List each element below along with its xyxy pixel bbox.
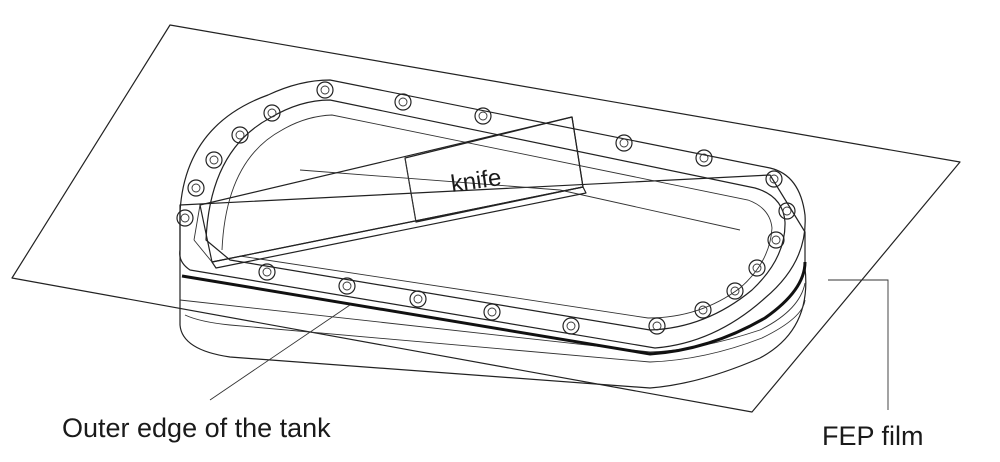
knife-label: knife xyxy=(449,164,503,198)
bolt xyxy=(726,282,744,300)
tank-inner-opening xyxy=(205,99,786,331)
fep-film-label: FEP film xyxy=(822,421,924,451)
bolt xyxy=(231,126,249,144)
bolt xyxy=(474,107,492,125)
tank-side-band-2 xyxy=(184,299,806,363)
flange-bolts xyxy=(176,81,796,335)
fep-film-leader-line xyxy=(828,279,889,410)
bolt xyxy=(316,81,334,99)
knife-top-face xyxy=(199,116,584,263)
bolt xyxy=(648,317,666,335)
knife-handle-edge xyxy=(404,157,417,223)
bolt xyxy=(765,170,783,188)
outer-edge-label: Outer edge of the tank xyxy=(62,413,331,443)
bolt xyxy=(409,290,427,308)
tank-side-wall xyxy=(179,174,807,389)
bolt xyxy=(562,317,580,335)
knife-bevel-edge xyxy=(193,204,201,241)
bolt xyxy=(176,209,194,227)
bolt xyxy=(338,277,356,295)
bolt xyxy=(694,301,712,319)
bolt xyxy=(205,151,223,169)
bolt xyxy=(767,231,785,249)
tank-inner-step xyxy=(221,114,773,319)
bolt xyxy=(615,134,633,152)
knife-bevel-edge-2 xyxy=(193,239,213,263)
bolt xyxy=(483,303,501,321)
tank-outer-edge xyxy=(181,261,807,356)
tank-outer-flange xyxy=(179,79,806,349)
knife-front-face xyxy=(211,186,587,269)
bolt xyxy=(394,93,412,111)
bolt xyxy=(263,104,281,122)
tank-floor-edge xyxy=(299,169,741,231)
bolt xyxy=(778,202,796,220)
fep-film-sheet xyxy=(11,24,961,413)
bolt xyxy=(695,149,713,167)
outer-edge-leader-line xyxy=(209,304,351,401)
knife xyxy=(193,116,587,269)
bolt xyxy=(258,263,276,281)
bolt xyxy=(748,259,766,277)
bolt xyxy=(187,179,205,197)
